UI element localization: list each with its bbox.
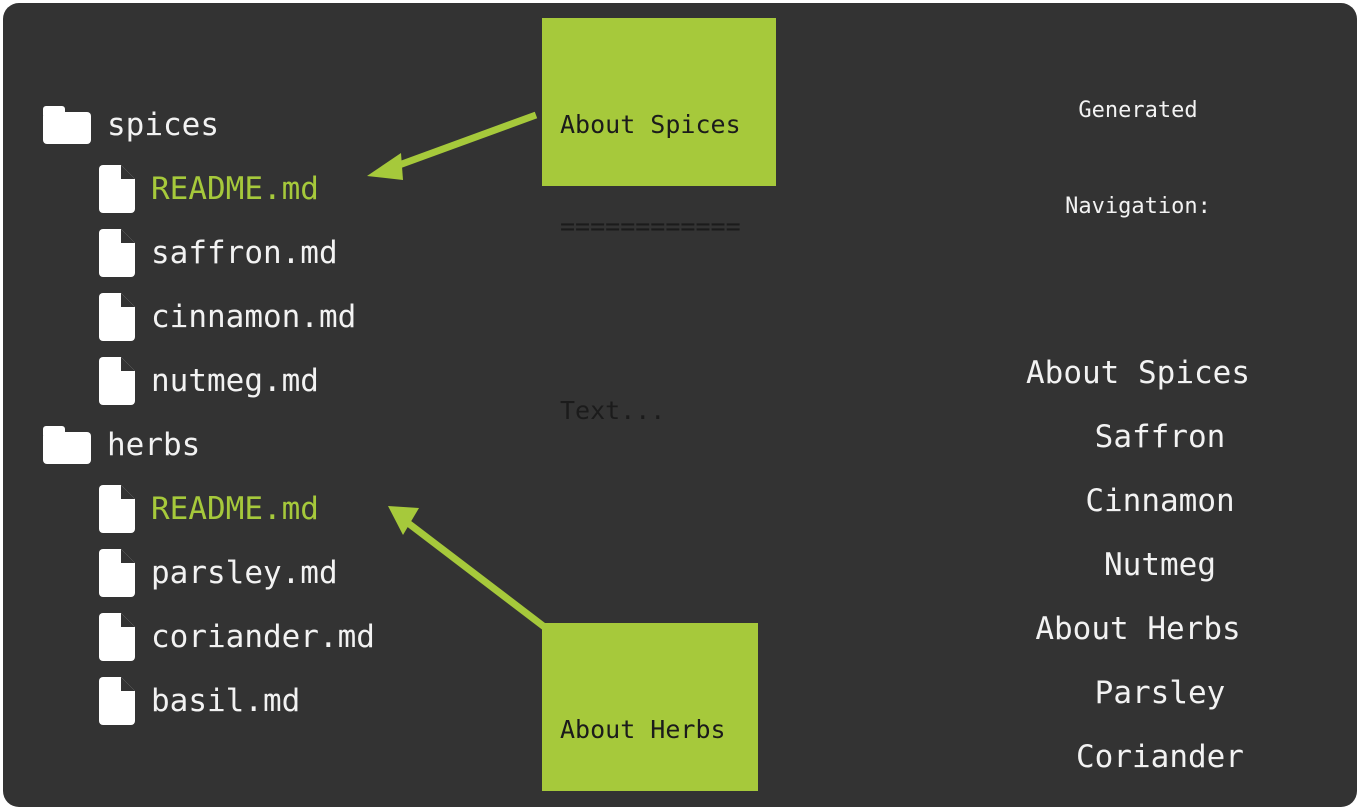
callout-underline: ============ — [560, 212, 741, 241]
callout-body: Text... — [560, 396, 666, 425]
file-tree: spices README.md — [43, 93, 563, 733]
nav-item-about-spices[interactable]: About Spices — [1026, 355, 1250, 391]
tree-item-label: README.md — [151, 170, 319, 207]
navigation-heading-line-2: Navigation: — [1065, 194, 1211, 219]
dark-panel: spices README.md — [3, 3, 1357, 807]
callout-title: About Herbs — [560, 715, 726, 744]
file-icon — [99, 229, 135, 277]
callout-blank-line — [560, 312, 776, 326]
file-icon — [99, 485, 135, 533]
callout-about-herbs: About Herbs ============ Text... — [542, 623, 758, 791]
nav-item-saffron[interactable]: Saffron — [1094, 419, 1226, 455]
file-icon — [99, 613, 135, 661]
folder-icon — [43, 426, 91, 464]
tree-row[interactable]: README.md — [43, 157, 563, 221]
file-icon — [99, 165, 135, 213]
tree-item-label: cinnamon.md — [151, 298, 357, 335]
tree-row[interactable]: herbs — [43, 413, 563, 477]
nav-item-cinnamon[interactable]: Cinnamon — [1085, 483, 1235, 519]
generated-navigation-panel: Generated Navigation: About Spices Saffr… — [943, 31, 1333, 807]
tree-row[interactable]: spices — [43, 93, 563, 157]
tree-item-label: basil.md — [151, 682, 301, 719]
file-icon — [99, 549, 135, 597]
tree-row[interactable]: README.md — [43, 477, 563, 541]
tree-item-label: parsley.md — [151, 554, 338, 591]
tree-row[interactable]: coriander.md — [43, 605, 563, 669]
navigation-heading: Generated Navigation: — [943, 31, 1333, 287]
folder-icon — [43, 106, 91, 144]
nav-item-parsley[interactable]: Parsley — [1094, 675, 1226, 711]
nav-item-nutmeg[interactable]: Nutmeg — [1104, 547, 1216, 583]
nav-item-basil[interactable]: Basil — [943, 789, 1333, 807]
tree-row[interactable]: parsley.md — [43, 541, 563, 605]
callout-about-spices: About Spices ============ Text... — [542, 18, 776, 425]
tree-item-label: nutmeg.md — [151, 362, 319, 399]
tree-item-label: spices — [107, 106, 219, 143]
tree-item-label: saffron.md — [151, 234, 338, 271]
tree-item-label: coriander.md — [151, 618, 375, 655]
file-icon — [99, 293, 135, 341]
tree-item-label: README.md — [151, 490, 319, 527]
nav-item-coriander[interactable]: Coriander — [1076, 739, 1244, 775]
tree-row[interactable]: nutmeg.md — [43, 349, 563, 413]
tree-item-label: herbs — [107, 426, 201, 463]
tree-row[interactable]: basil.md — [43, 669, 563, 733]
tree-row[interactable]: saffron.md — [43, 221, 563, 285]
file-icon — [99, 677, 135, 725]
callout-title: About Spices — [560, 110, 741, 139]
tree-row[interactable]: cinnamon.md — [43, 285, 563, 349]
file-icon — [99, 357, 135, 405]
navigation-heading-line-1: Generated — [1078, 98, 1198, 123]
nav-item-about-herbs[interactable]: About Herbs — [1035, 611, 1241, 647]
